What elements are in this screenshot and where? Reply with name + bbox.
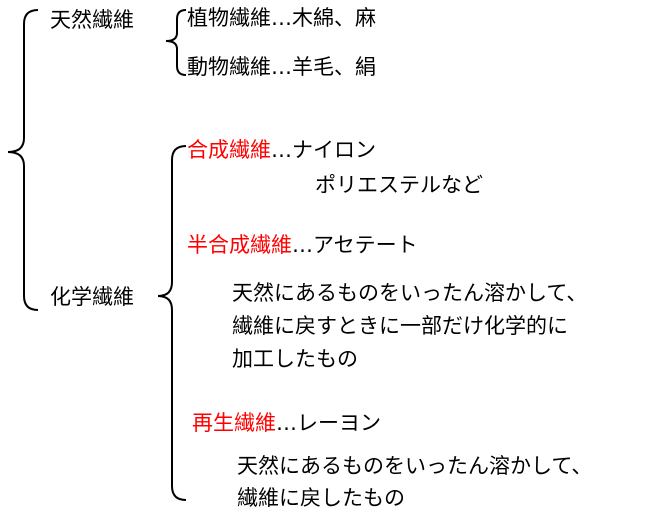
plant-fiber-name: 植物繊維 [187, 6, 271, 30]
semi-synthetic-fiber-row: 半合成繊維…アセテート [187, 235, 418, 256]
natural-brace [165, 9, 187, 76]
regen-desc-line: 繊維に戻したもの [237, 486, 405, 510]
regen-desc-line: 天然にあるものをいったん溶かして、 [237, 454, 593, 478]
semi-desc-line: 加工したもの [232, 347, 358, 371]
semi-desc-line: 繊維に戻すときに一部だけ化学的に [232, 314, 568, 338]
regenerated-fiber-example: …レーヨン [276, 411, 381, 435]
chemical-brace [157, 145, 187, 501]
semi-synthetic-fiber-name: 半合成繊維 [187, 233, 292, 257]
plant-fiber-examples: …木綿、麻 [271, 6, 376, 30]
animal-fiber-row: 動物繊維…羊毛、絹 [187, 57, 376, 78]
synthetic-fiber-example: …ナイロン [271, 138, 376, 162]
semi-desc-line: 天然にあるものをいったん溶かして、 [232, 281, 588, 305]
plant-fiber-row: 植物繊維…木綿、麻 [187, 8, 376, 29]
semi-synthetic-fiber-example: …アセテート [292, 233, 418, 257]
natural-fiber-label: 天然繊維 [50, 8, 134, 32]
main-brace [7, 9, 39, 311]
animal-fiber-name: 動物繊維 [187, 55, 271, 79]
synthetic-fiber-name: 合成繊維 [187, 138, 271, 162]
synthetic-fiber-row: 合成繊維…ナイロン [187, 140, 376, 161]
synthetic-fiber-example-2: ポリエステルなど [315, 173, 483, 197]
animal-fiber-examples: …羊毛、絹 [271, 55, 376, 79]
chemical-fiber-label: 化学繊維 [50, 285, 134, 309]
regenerated-fiber-row: 再生繊維…レーヨン [192, 413, 381, 434]
regenerated-fiber-name: 再生繊維 [192, 411, 276, 435]
